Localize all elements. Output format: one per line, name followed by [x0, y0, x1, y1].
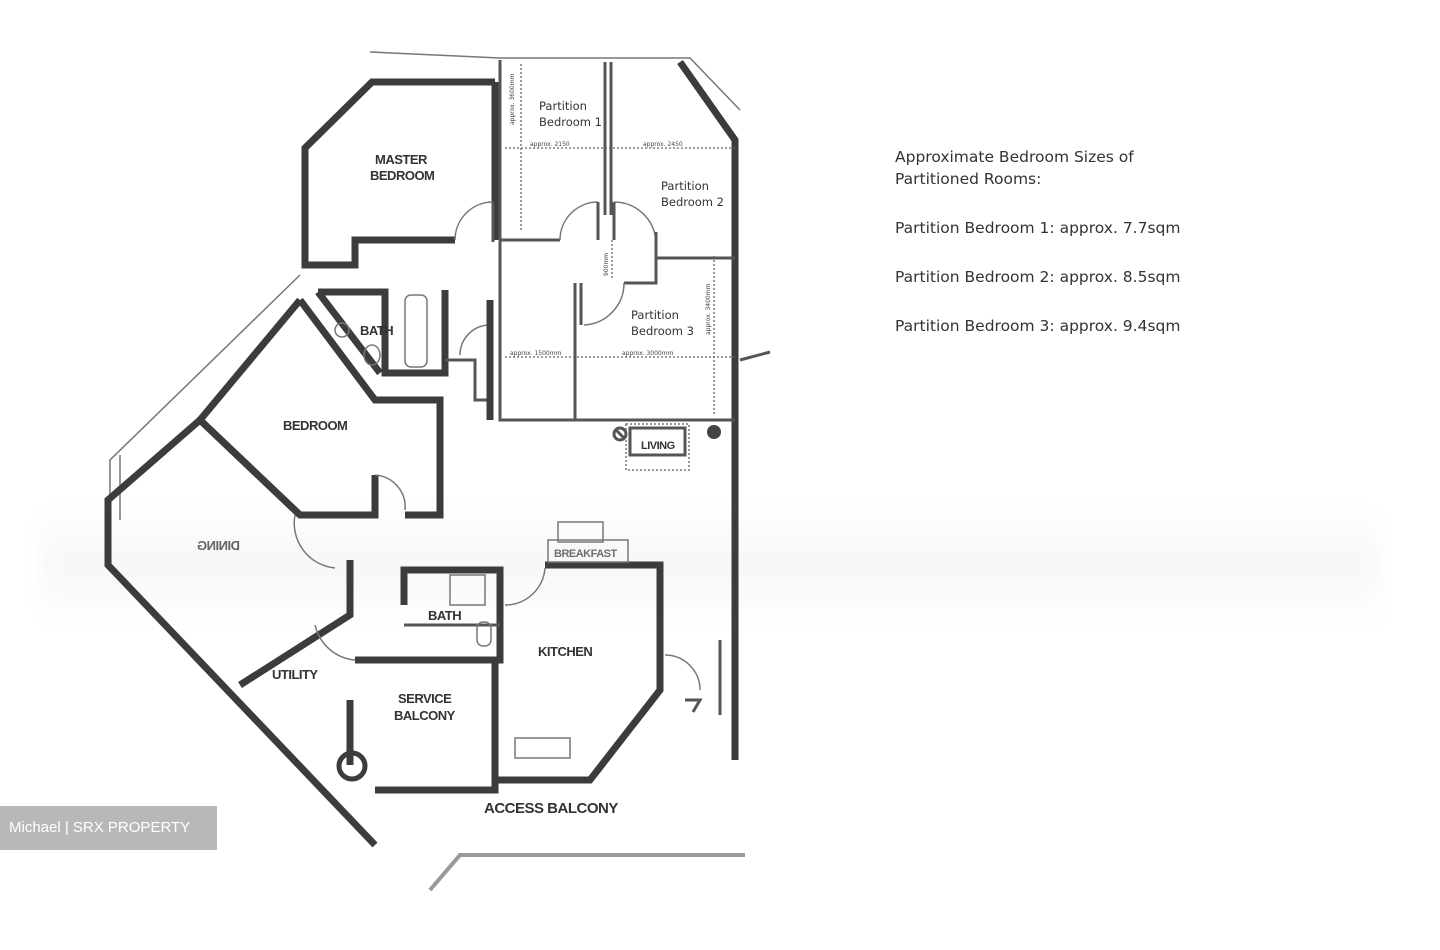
label-partition-bedroom-1-a: Partition — [539, 99, 587, 113]
label-bath: BATH — [360, 323, 393, 338]
blur-band — [40, 505, 1380, 625]
notes-title: Approximate Bedroom Sizes of Partitioned… — [895, 148, 1134, 188]
dim-pb3-width: approx. 3000mm — [622, 350, 674, 357]
label-partition-bedroom-2-b: Bedroom 2 — [661, 195, 724, 209]
dim-pb2-width: approx. 2450 — [643, 141, 683, 148]
access-balcony-ledge — [428, 853, 745, 892]
note-partition-bedroom-3: Partition Bedroom 3: approx. 9.4sqm — [895, 317, 1181, 335]
label-access-balcony: ACCESS BALCONY — [484, 800, 618, 817]
dim-corridor-width: approx. 1500mm — [510, 350, 562, 357]
dim-door-gap: 900mm — [603, 253, 610, 276]
plant-icon — [707, 425, 721, 439]
label-service-balcony-1: SERVICE — [398, 691, 452, 706]
partition-block-walls — [498, 59, 739, 760]
label-partition-bedroom-2-a: Partition — [661, 179, 709, 193]
living-furniture — [612, 423, 721, 471]
no-entry-icon — [612, 426, 628, 442]
label-utility: UTILITY — [272, 667, 318, 682]
label-living: LIVING — [641, 440, 675, 452]
label-partition-bedroom-3-b: Bedroom 3 — [631, 324, 694, 338]
watermark: Michael | SRX PROPERTY — [0, 806, 217, 850]
label-dining: DINING — [197, 538, 240, 553]
label-service-balcony-2: BALCONY — [394, 708, 456, 723]
label-breakfast: BREAKFAST — [554, 548, 618, 560]
dimension-lines — [505, 64, 735, 416]
label-bath-2: BATH — [428, 608, 461, 623]
note-partition-bedroom-2: Partition Bedroom 2: approx. 8.5sqm — [895, 268, 1181, 286]
bedroom-walls — [195, 297, 444, 519]
master-bedroom-walls — [301, 78, 499, 269]
service-walls — [336, 521, 722, 794]
label-master-bedroom-2: BEDROOM — [370, 168, 434, 183]
bath-walls — [315, 288, 494, 420]
label-partition-bedroom-3-a: Partition — [631, 308, 679, 322]
label-master-bedroom-1: MASTER — [375, 152, 428, 167]
dim-pb1-width: approx. 2150 — [530, 141, 570, 148]
bedroom-size-notes: Approximate Bedroom Sizes of Partitioned… — [895, 146, 1195, 364]
dim-pb3-height: approx. 3400mm — [705, 283, 712, 335]
dim-pb1-height: approx. 3600mm — [509, 73, 516, 125]
label-bedroom: BEDROOM — [283, 418, 347, 433]
note-partition-bedroom-1: Partition Bedroom 1: approx. 7.7sqm — [895, 219, 1181, 237]
dining-walls — [104, 417, 378, 848]
label-kitchen: KITCHEN — [538, 644, 592, 659]
label-partition-bedroom-1-b: Bedroom 1 — [539, 115, 602, 129]
